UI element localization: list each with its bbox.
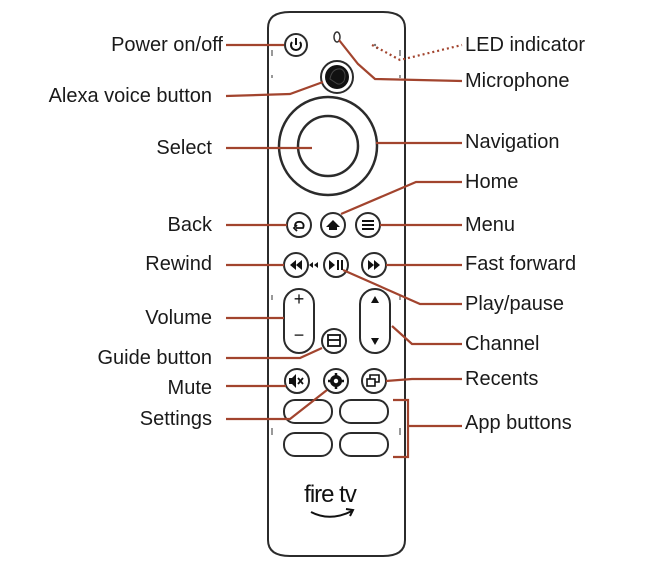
label-play-pause: Play/pause <box>465 293 564 315</box>
amazon-smile-icon <box>310 510 353 518</box>
recents-icon <box>366 374 380 387</box>
amazon-smile-arrow-icon <box>345 508 355 517</box>
settings-button[interactable] <box>323 368 349 394</box>
alexa-voice-button[interactable] <box>320 60 354 94</box>
label-mute: Mute <box>167 377 212 399</box>
label-microphone: Microphone <box>465 70 570 92</box>
power-icon <box>290 38 302 51</box>
label-volume: Volume <box>145 307 212 329</box>
channel-rocker[interactable] <box>359 288 391 354</box>
app-button-1[interactable] <box>283 399 333 424</box>
mute-button[interactable] <box>284 368 310 394</box>
volume-down-glyph: − <box>293 325 305 345</box>
rewind-button[interactable] <box>283 252 309 278</box>
guide-button[interactable] <box>321 328 347 354</box>
play-pause-icon <box>329 260 343 270</box>
play-pause-button[interactable] <box>323 252 349 278</box>
select-button[interactable] <box>296 114 360 178</box>
home-icon <box>326 220 340 230</box>
label-back: Back <box>167 214 212 236</box>
volume-rocker[interactable] <box>283 288 315 354</box>
channel-up-icon <box>371 296 379 303</box>
back-button[interactable] <box>286 212 312 238</box>
back-icon <box>292 220 305 232</box>
label-app-buttons: App buttons <box>465 412 572 434</box>
label-guide: Guide button <box>97 347 212 369</box>
label-channel: Channel <box>465 333 540 355</box>
volume-up-glyph: + <box>293 289 305 309</box>
brand-logo: fire tv <box>304 481 357 508</box>
settings-icon <box>328 373 344 389</box>
menu-icon <box>362 220 374 230</box>
body-edge-marks <box>271 50 401 435</box>
label-fast-forward: Fast forward <box>465 253 577 275</box>
label-navigation: Navigation <box>465 131 560 153</box>
label-recents: Recents <box>465 368 539 390</box>
fast-forward-icon <box>368 260 380 270</box>
label-power: Power on/off <box>111 34 223 56</box>
label-rewind: Rewind <box>145 253 212 275</box>
label-home: Home <box>465 171 519 193</box>
label-settings: Settings <box>139 408 212 430</box>
app-button-3[interactable] <box>283 432 333 457</box>
app-button-2[interactable] <box>339 399 389 424</box>
label-alexa: Alexa voice button <box>48 85 212 107</box>
label-menu: Menu <box>465 214 516 236</box>
guide-icon <box>327 334 341 347</box>
label-select: Select <box>156 137 212 159</box>
menu-button[interactable] <box>355 212 381 238</box>
fast-forward-button[interactable] <box>361 252 387 278</box>
channel-down-icon <box>371 338 379 345</box>
alexa-icon <box>325 65 349 89</box>
recents-button[interactable] <box>361 368 387 394</box>
power-button[interactable] <box>284 33 308 57</box>
led-light <box>333 31 341 43</box>
label-led: LED indicator <box>465 34 586 56</box>
mute-icon <box>289 374 304 388</box>
home-button[interactable] <box>320 212 346 238</box>
leader-lines <box>225 39 463 459</box>
rewind-marker-icon <box>309 262 318 268</box>
app-button-4[interactable] <box>339 432 389 457</box>
rewind-icon <box>290 260 302 270</box>
